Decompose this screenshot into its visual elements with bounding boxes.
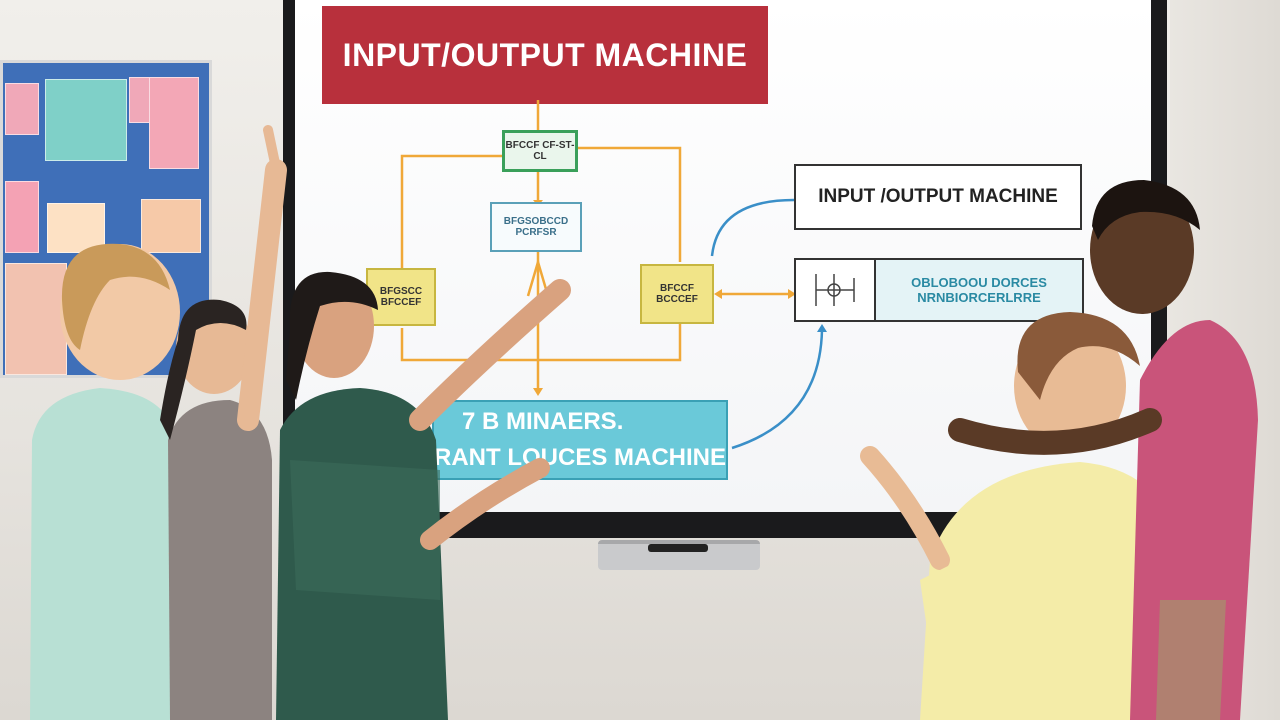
student-yellow-sweater — [860, 312, 1180, 720]
mount-sensor — [648, 544, 708, 552]
circuit-icon — [815, 274, 855, 306]
blue-arrowhead — [817, 324, 827, 332]
diagram-node-left: BFGSCC BFCCEF — [366, 268, 436, 326]
display-label-box: INPUT /OUTPUT MACHINE — [794, 164, 1082, 230]
output-machine-box: OBLOBOOU DORCES NRNBIORCERLRRE — [794, 258, 1084, 322]
board-tile — [5, 263, 67, 375]
blue-connectors — [710, 198, 824, 450]
diagram-node-middle: BFGSOBCCD PCRFSR — [490, 202, 582, 252]
board-tile — [45, 79, 127, 161]
student-raising-hand — [160, 125, 287, 720]
board-tile — [47, 203, 105, 253]
board-tile — [149, 77, 199, 169]
board-tile — [5, 83, 39, 135]
teal-output-box: 7 B MINAERS. RANT LOUCES MACHINE — [432, 400, 728, 480]
teal-box-line1: 7 B MINAERS. — [462, 408, 624, 435]
board-tile — [141, 199, 201, 253]
teal-box-line2: RANT LOUCES MACHINE — [434, 444, 726, 471]
output-text-line1: OBLOBOOU DORCES — [911, 275, 1047, 290]
output-text-panel: OBLOBOOU DORCES NRNBIORCERLRRE — [876, 260, 1082, 320]
display-title: INPUT/OUTPUT MACHINE — [322, 6, 768, 104]
teacher-pink-shirt — [948, 180, 1258, 720]
display-mount — [598, 540, 760, 570]
output-text-line2: NRNBIORCERLRRE — [917, 290, 1041, 305]
student-pointing-dress — [276, 271, 571, 720]
orange-connectors — [400, 100, 790, 390]
diagram-node-right: BFCCF BCCCEF — [640, 264, 714, 324]
output-icon-panel — [796, 260, 876, 320]
diagram-node-top: BFCCF CF-ST-CL — [502, 130, 578, 172]
board-tile — [5, 181, 39, 253]
